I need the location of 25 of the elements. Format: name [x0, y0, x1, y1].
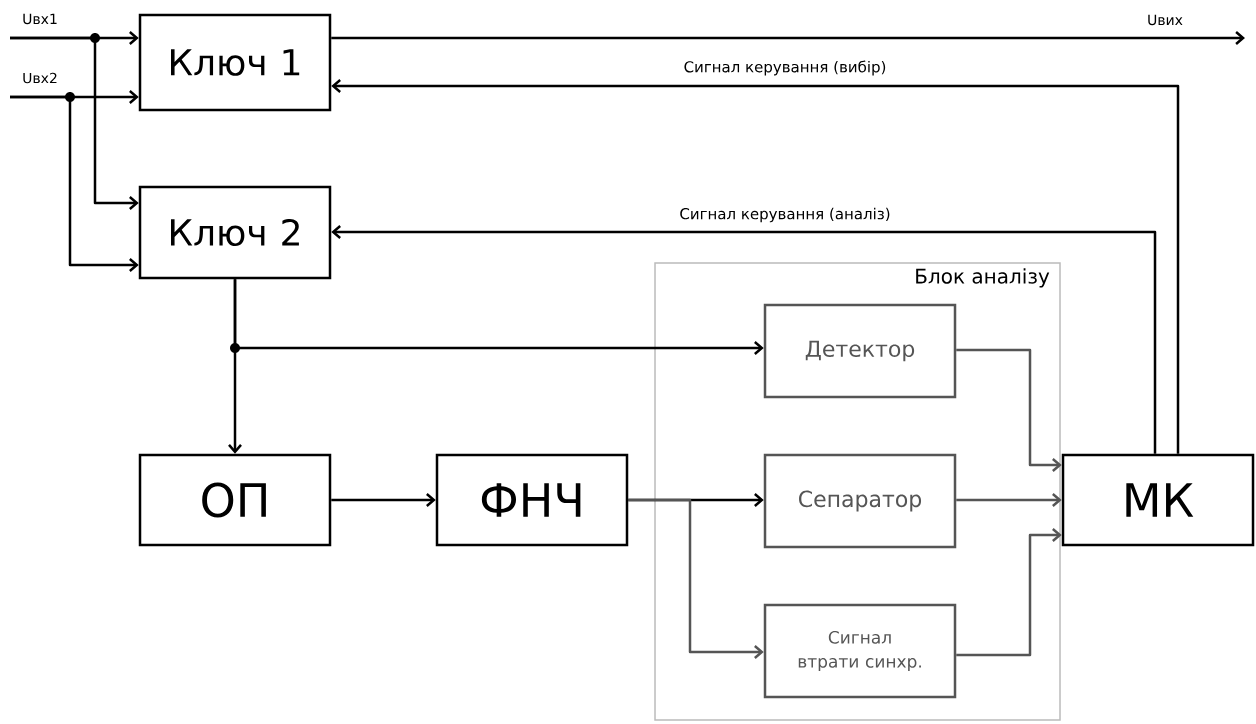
process-box: Детектор: [763, 303, 957, 399]
group-heading: Блок аналізу: [916, 268, 1050, 288]
arrow: [956, 528, 1062, 657]
edge-label: Uвих: [1146, 13, 1184, 27]
process-box: Ключ 1: [138, 13, 332, 112]
process-box: Ключ 2: [138, 185, 332, 280]
edge-label: Сигнал керування (аналіз): [678, 206, 892, 224]
edge-label: Uвх2: [21, 71, 59, 85]
arrow: [10, 95, 139, 272]
process-box: Сепаратор: [763, 453, 957, 549]
process-box: МК: [1061, 453, 1255, 547]
arrow: [228, 279, 242, 454]
process-box: ФНЧ: [435, 453, 629, 547]
arrow: [956, 348, 1062, 472]
arrow: [331, 493, 436, 507]
edge-label: Сигнал керування (вибір): [682, 59, 888, 77]
edge-label: Uвх1: [21, 12, 59, 26]
arrow: [331, 79, 1180, 454]
arrow: [331, 31, 1245, 45]
arrow: [628, 498, 764, 659]
arrow: [956, 493, 1062, 507]
arrow: [10, 36, 139, 210]
arrow: [331, 225, 1157, 454]
process-box: ОП: [138, 453, 332, 547]
process-box: Сигнал втрати синхр.: [763, 603, 957, 699]
